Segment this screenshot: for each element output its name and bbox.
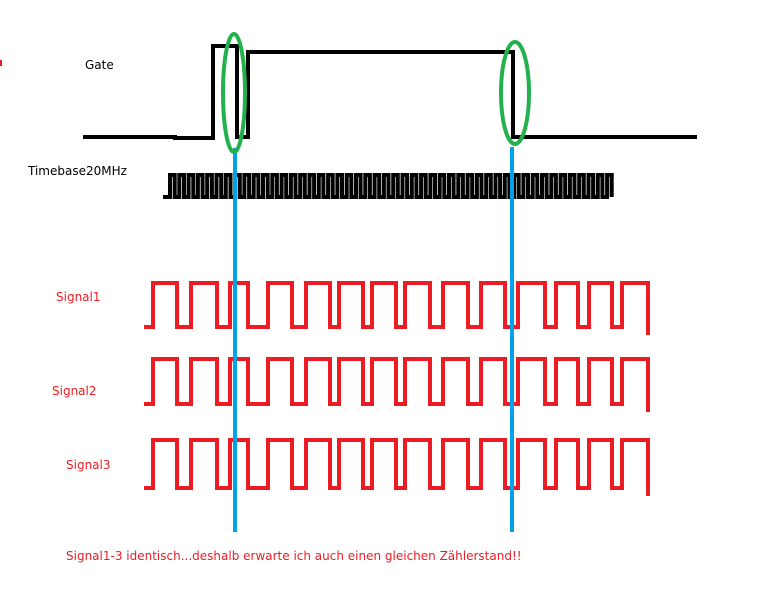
red-mark (0, 60, 2, 66)
gate-waveform (83, 44, 697, 140)
signal2-label: Signal2 (52, 384, 97, 398)
caption-text: Signal1-3 identisch...deshalb erwarte ic… (66, 549, 522, 563)
signal1-waveform (144, 281, 650, 335)
signal2-waveform (144, 357, 650, 412)
timebase-label: Timebase20MHz (28, 164, 127, 178)
gate-start-highlight-ellipse (221, 32, 247, 154)
timebase-waveform (163, 173, 614, 199)
gate-label: Gate (85, 58, 114, 72)
signal1-label: Signal1 (56, 290, 101, 304)
signal3-label: Signal3 (66, 458, 111, 472)
gate-end-highlight-ellipse (499, 40, 531, 146)
signal3-waveform (144, 438, 650, 496)
